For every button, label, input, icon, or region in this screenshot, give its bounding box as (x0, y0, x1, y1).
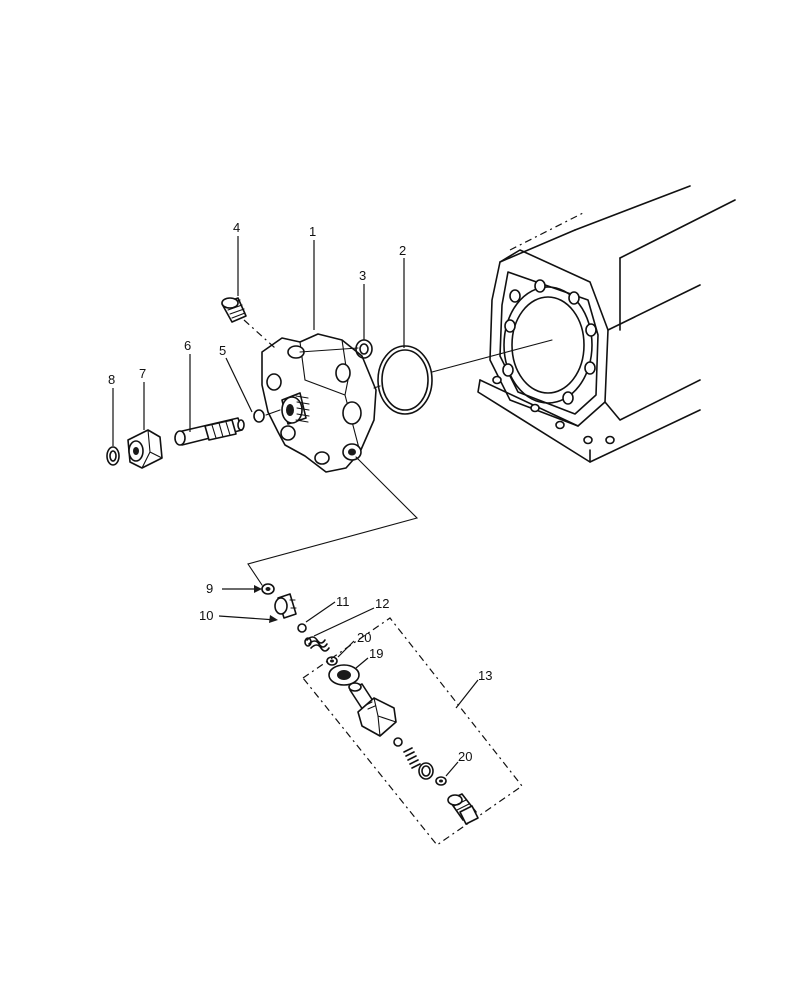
nut-part-7 (127, 429, 163, 469)
callout-5: 5 (219, 343, 226, 358)
o-ring-part-2 (377, 345, 433, 415)
o-ring-part-20-lower (435, 776, 447, 786)
shaft-part-6 (174, 417, 245, 446)
washer-inner (418, 762, 434, 780)
assembly-boundary-part-13 (302, 617, 523, 846)
spring-inner (403, 747, 421, 769)
alignment-line (431, 339, 553, 373)
arrow-head-9 (254, 585, 262, 593)
arrow-head-10 (269, 615, 278, 623)
leader-lines (112, 236, 479, 777)
ball-part-11 (297, 623, 307, 633)
alignment-line (243, 319, 276, 349)
routing-line (247, 456, 419, 586)
callout-9: 9 (206, 581, 213, 596)
callout-12: 12 (375, 596, 389, 611)
callout-4: 4 (233, 220, 240, 235)
callout-6: 6 (184, 338, 191, 353)
transmission-housing (477, 185, 736, 463)
callout-8: 8 (108, 372, 115, 387)
seat-part-10 (274, 593, 297, 619)
valve-body (348, 682, 397, 737)
elbow-fitting-part-4 (221, 297, 247, 323)
callout-1: 1 (309, 224, 316, 239)
washer-part-19 (328, 664, 360, 686)
washer-part-9 (261, 583, 275, 595)
spring-part-12 (304, 636, 330, 652)
callout-20-lower: 20 (458, 749, 472, 764)
callout-19: 19 (369, 646, 383, 661)
callout-11: 11 (336, 594, 350, 609)
pump-body-part-1 (261, 333, 377, 473)
alignment-line (299, 347, 359, 353)
callout-3: 3 (359, 268, 366, 283)
alignment-line (265, 409, 281, 416)
callout-13: 13 (478, 668, 492, 683)
plug-screw (447, 793, 479, 825)
o-ring-part-5 (253, 409, 265, 423)
ball-inner (393, 737, 403, 747)
washer-part-8 (106, 446, 120, 466)
callout-10: 10 (199, 608, 213, 623)
callout-2: 2 (399, 243, 406, 258)
callout-20-upper: 20 (357, 630, 371, 645)
washer-part-3 (355, 339, 373, 359)
callout-7: 7 (139, 366, 146, 381)
alignment-line (373, 385, 381, 389)
